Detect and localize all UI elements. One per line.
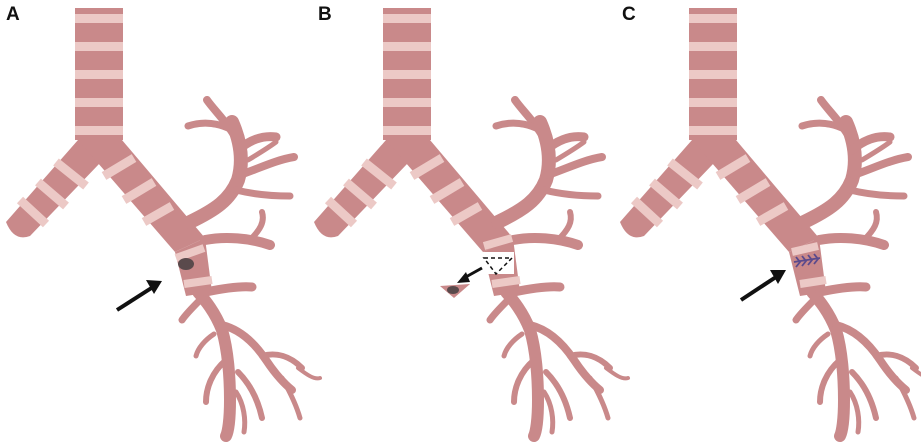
panel-a-tumor bbox=[178, 258, 194, 270]
panel-c-label: C bbox=[622, 4, 636, 25]
panel-c-arrow-icon bbox=[739, 275, 778, 302]
panel-c-arrowhead-icon bbox=[770, 270, 786, 284]
panel-a-arrow-icon bbox=[115, 285, 155, 312]
panel-a-airway-tree bbox=[6, 8, 320, 436]
panel-b-proximal-ring bbox=[482, 234, 514, 250]
panel-c-distal-ring bbox=[799, 276, 827, 288]
panel-b-tumor bbox=[447, 286, 459, 294]
panel-b-resection-outline bbox=[482, 257, 514, 276]
panel-b-resected-gap bbox=[478, 252, 514, 274]
panel-a-label: A bbox=[6, 4, 20, 25]
panel-b-label: B bbox=[318, 4, 332, 25]
panel-b-airway-tree bbox=[314, 8, 628, 436]
panel-b-arrowhead-icon bbox=[457, 272, 470, 283]
panel-c-proximal-ring bbox=[791, 242, 819, 256]
panel-b-distal-ring bbox=[491, 276, 521, 288]
panel-c-suture-icon bbox=[793, 253, 821, 268]
panel-a-arrowhead-icon bbox=[146, 280, 162, 294]
panel-c-airway-tree bbox=[620, 8, 921, 436]
